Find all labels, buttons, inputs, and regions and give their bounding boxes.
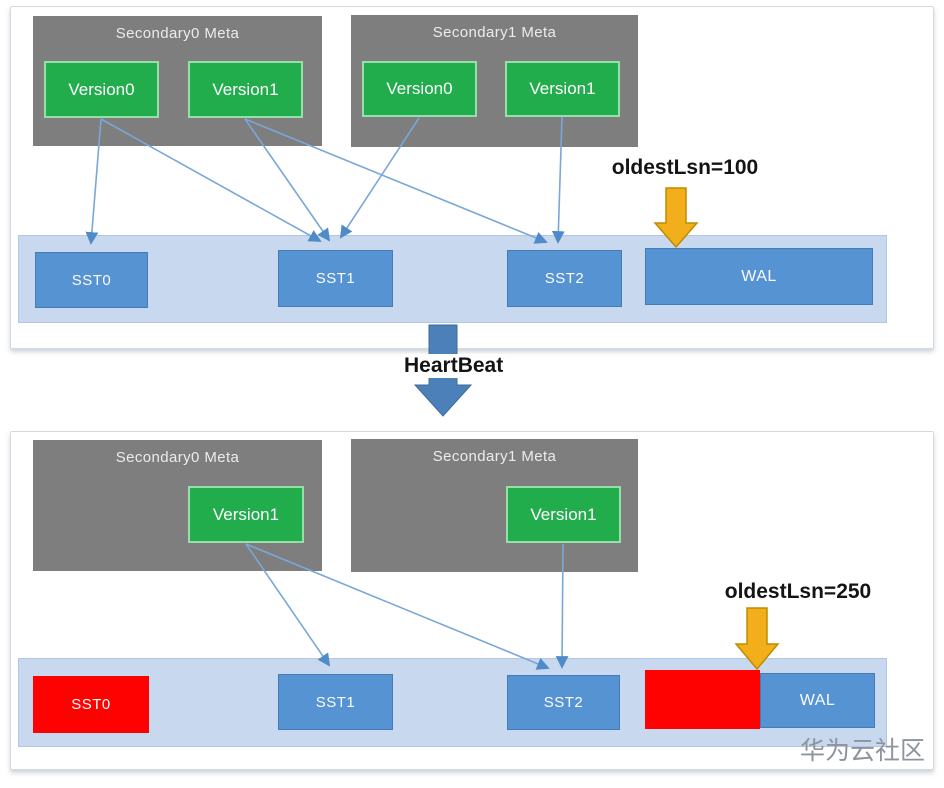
meta-title: Secondary1 Meta (432, 24, 557, 41)
version-box: Version1 (188, 61, 303, 118)
meta-title: Secondary1 Meta (432, 448, 557, 465)
version-box: Version0 (44, 61, 159, 118)
wal-truncated-region (645, 670, 760, 729)
sst0-box-top: SST0 (35, 252, 148, 308)
version-box: Version0 (362, 61, 477, 117)
sst1-box-top: SST1 (278, 250, 393, 307)
version-box: Version1 (505, 61, 620, 117)
sst2-box-bottom: SST2 (507, 675, 620, 730)
version-box: Version1 (188, 486, 304, 543)
oldest-lsn-label-bottom: oldestLsn=250 (724, 580, 872, 603)
meta-box-secondary0-top: Secondary0 Meta Version0 Version1 (33, 16, 322, 146)
wal-box-top: WAL (645, 248, 873, 305)
sst1-box-bottom: SST1 (278, 674, 393, 730)
meta-title: Secondary0 Meta (115, 25, 240, 42)
meta-box-secondary1-top: Secondary1 Meta Version0 Version1 (351, 15, 638, 147)
meta-box-secondary1-bottom: Secondary1 Meta Version1 (351, 439, 638, 572)
oldest-lsn-label-top: oldestLsn=100 (611, 156, 759, 179)
wal-box-bottom: WAL (760, 673, 875, 728)
meta-title: Secondary0 Meta (115, 449, 240, 466)
version-box: Version1 (506, 486, 621, 543)
sst0-box-bottom-obsolete: SST0 (33, 676, 149, 733)
watermark: 华为云社区 (799, 736, 925, 765)
sst2-box-top: SST2 (507, 250, 622, 307)
heartbeat-label: HeartBeat (401, 354, 507, 378)
meta-box-secondary0-bottom: Secondary0 Meta Version1 (33, 440, 322, 571)
